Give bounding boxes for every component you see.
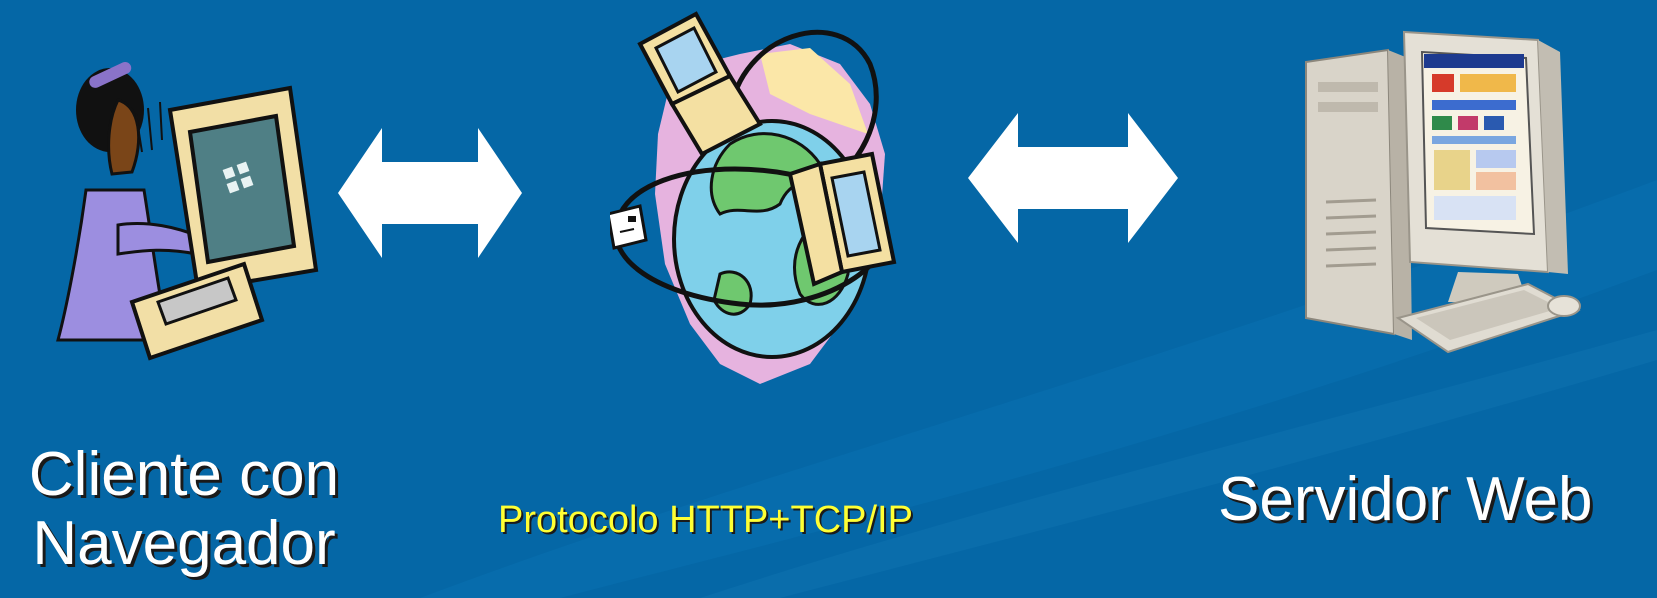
server-computer-icon	[1305, 30, 1581, 354]
double-arrow-right-icon	[968, 113, 1178, 243]
client-label: Cliente con Navegador	[4, 440, 364, 579]
client-computer-icon	[56, 61, 319, 361]
double-arrow-left-icon	[338, 128, 522, 258]
protocol-label: Protocolo HTTP+TCP/IP	[498, 499, 913, 541]
globe-network-icon	[610, 11, 897, 384]
client-label-line1: Cliente con	[28, 440, 340, 509]
server-label: Servidor Web	[1218, 465, 1593, 534]
client-label-line2: Navegador	[32, 509, 336, 579]
